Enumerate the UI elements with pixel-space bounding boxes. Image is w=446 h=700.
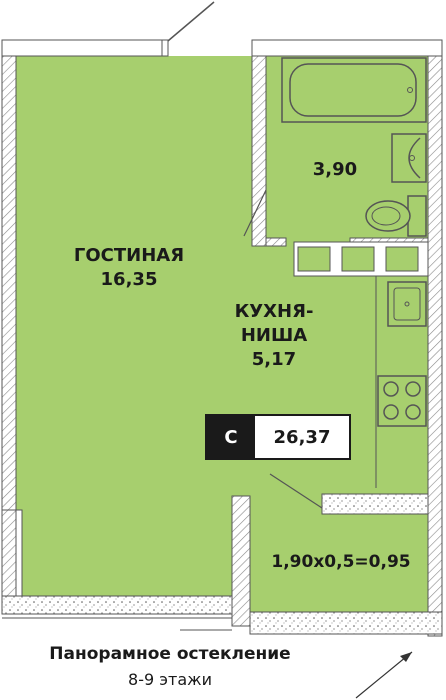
kitchen-cabinets xyxy=(293,241,429,277)
bathroom-label: 3,90 xyxy=(300,158,370,182)
toilet-seat xyxy=(371,206,401,226)
bathroom-wall xyxy=(251,55,267,247)
balcony-wall-left xyxy=(231,495,251,627)
living-room-label: ГОСТИНАЯ 16,35 xyxy=(44,244,214,292)
bottom-slab-right xyxy=(249,611,443,635)
kitchen-sink-basin xyxy=(393,287,421,321)
right-wall xyxy=(427,45,443,637)
direction-arrow xyxy=(355,651,413,699)
apartment-badge: С 26,37 xyxy=(205,414,351,460)
living-room-name: ГОСТИНАЯ xyxy=(73,245,185,266)
kitchen-area: 5,17 xyxy=(251,349,297,370)
living-room-area: 16,35 xyxy=(100,269,158,290)
entrance-jamb xyxy=(161,39,169,57)
kitchen-label: КУХНЯ- НИША 5,17 xyxy=(214,300,334,372)
balcony-door xyxy=(269,473,323,509)
balcony-floor xyxy=(252,514,428,612)
apartment-type: С xyxy=(207,416,255,458)
bottom-slab-left xyxy=(1,595,233,615)
bathroom-bottom-wall xyxy=(265,237,287,247)
left-stub-wall-a xyxy=(1,509,17,597)
caption-title: Панорамное остекление xyxy=(49,644,291,664)
caption-floors: 8-9 этажи xyxy=(128,670,212,689)
balcony-wall-top xyxy=(321,493,429,515)
direction-arrowhead xyxy=(400,652,412,662)
entrance-door xyxy=(161,1,215,47)
kitchen-name-line1: КУХНЯ- xyxy=(234,301,314,322)
washbasin-drain xyxy=(409,155,415,161)
top-wall-right xyxy=(251,39,443,57)
bathroom-area: 3,90 xyxy=(312,159,358,180)
apartment-total-area: 26,37 xyxy=(273,426,331,448)
balcony-label: 1,90x0,5=0,95 xyxy=(258,550,424,574)
kitchen-name-line2: НИША xyxy=(240,325,308,346)
top-wall-left xyxy=(1,39,163,57)
bathroom-door xyxy=(243,189,267,237)
toilet-bowl xyxy=(365,200,411,232)
left-stub-wall-b xyxy=(15,509,23,597)
bathtub-basin xyxy=(289,63,417,117)
kitchen-sink-drain xyxy=(404,301,410,307)
bathtub xyxy=(281,57,427,123)
balcony-area: 1,90x0,5=0,95 xyxy=(271,552,411,572)
bathtub-drain xyxy=(407,87,413,93)
left-wall xyxy=(1,45,17,511)
cooktop xyxy=(377,375,427,427)
